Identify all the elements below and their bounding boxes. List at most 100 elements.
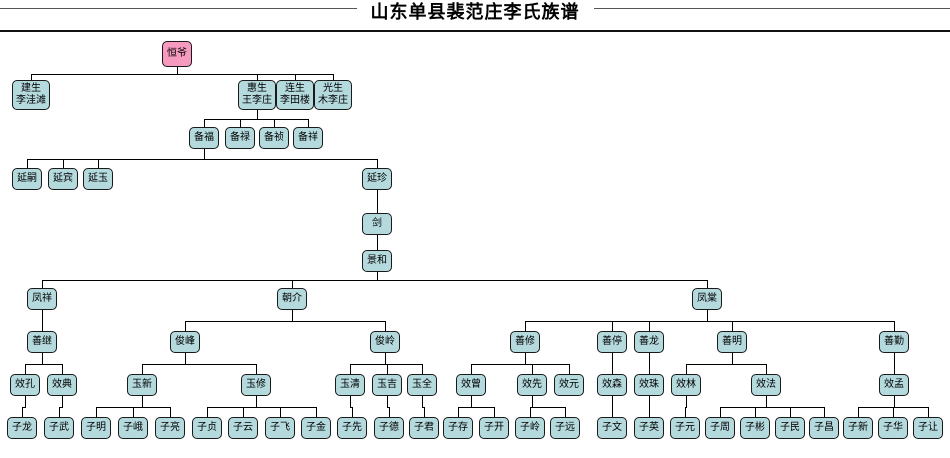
connector-line [185, 321, 386, 322]
tree-node-yuqing: 玉清 [335, 374, 365, 396]
connector-line [525, 321, 526, 331]
connector-line [894, 353, 895, 364]
tree-node-huisheng: 惠生 王李庄 [238, 80, 276, 110]
connector-line [385, 353, 386, 364]
connector-line [292, 280, 293, 288]
tree-node-xiaomeng: 效孟 [879, 374, 909, 396]
connector-line [685, 407, 687, 408]
connector-line [25, 364, 26, 374]
connector-line [389, 407, 390, 417]
tree-node-xiaosen: 效森 [597, 374, 627, 396]
tree-node-junfeng: 俊峰 [170, 331, 200, 353]
connector-line [894, 396, 895, 407]
connector-line [308, 119, 309, 127]
connector-line [422, 364, 423, 374]
connector-line [333, 74, 334, 80]
connector-line [204, 119, 205, 127]
tree-node-xiaokong: 效孔 [10, 374, 40, 396]
connector-line [649, 364, 650, 374]
connector-line [649, 396, 650, 407]
connector-line [525, 321, 895, 322]
connector-line [707, 280, 708, 288]
tree-node-zide: 子德 [374, 417, 404, 439]
tree-node-beizhen: 备祯 [259, 127, 289, 149]
tree-node-ziwu: 子武 [44, 417, 74, 439]
connector-line [377, 190, 378, 202]
connector-line [377, 272, 378, 280]
tree-node-jinghe: 景和 [362, 250, 392, 272]
connector-line [142, 364, 143, 374]
tree-node-zie: 子峨 [118, 417, 148, 439]
connector-line [422, 407, 425, 408]
tree-node-guangsheng: 光生 木李庄 [314, 80, 352, 110]
header-rule-bottom [0, 30, 950, 32]
connector-line [350, 364, 351, 374]
connector-line [565, 407, 566, 417]
tree-node-ziwen: 子文 [597, 417, 627, 439]
connector-line [27, 159, 378, 160]
tree-node-yuquan: 玉全 [407, 374, 437, 396]
connector-line [22, 407, 23, 417]
connector-line [612, 353, 613, 364]
connector-line [63, 159, 64, 168]
connector-line [649, 407, 650, 417]
tree-node-ziyuan2: 子元 [670, 417, 700, 439]
tree-node-zikai: 子开 [479, 417, 509, 439]
tree-node-shanqin: 善勤 [879, 331, 909, 353]
tree-node-zijin: 子金 [301, 417, 331, 439]
connector-line [352, 407, 353, 417]
connector-line [142, 364, 257, 365]
tree-node-yuxiu: 玉修 [241, 374, 271, 396]
connector-line [894, 364, 895, 374]
tree-node-zibin: 子彬 [740, 417, 770, 439]
tree-node-zizhen: 子贞 [192, 417, 222, 439]
connector-line [98, 159, 99, 168]
connector-line [96, 407, 97, 417]
connector-line [686, 364, 767, 365]
connector-line [494, 407, 495, 417]
connector-line [458, 407, 459, 417]
connector-line [42, 310, 43, 321]
tree-node-xiaozhu: 效珠 [634, 374, 664, 396]
connector-line [377, 243, 378, 250]
connector-line [387, 407, 390, 408]
connector-line [25, 364, 63, 365]
tree-node-xiaozeng: 效曾 [456, 374, 486, 396]
connector-line [569, 364, 570, 374]
connector-line [720, 407, 825, 408]
connector-line [240, 119, 241, 127]
connector-line [525, 353, 526, 364]
connector-line [686, 364, 687, 374]
connector-line [62, 396, 63, 407]
connector-line [649, 321, 650, 331]
connector-line [42, 321, 43, 331]
connector-line [185, 321, 186, 331]
connector-line [133, 407, 134, 417]
connector-line [350, 396, 351, 407]
connector-line [530, 407, 531, 417]
connector-line [755, 407, 756, 417]
connector-line [350, 364, 423, 365]
page-title: 山东单县裴范庄李氏族谱 [356, 0, 594, 26]
tree-node-zixian: 子先 [337, 417, 367, 439]
connector-line [350, 407, 353, 408]
tree-node-zilong: 子龙 [7, 417, 37, 439]
connector-line [387, 396, 388, 407]
tree-node-zixin: 子新 [843, 417, 873, 439]
connector-line [387, 364, 388, 374]
connector-line [177, 67, 178, 74]
connector-line [377, 202, 378, 213]
tree-node-ziliang: 子亮 [155, 417, 185, 439]
connector-line [42, 353, 43, 364]
tree-node-yanbin: 延宾 [48, 168, 78, 190]
tree-node-beixiang: 备祥 [293, 127, 323, 149]
connector-line [649, 353, 650, 364]
connector-line [204, 149, 205, 159]
tree-node-ziming: 子明 [81, 417, 111, 439]
connector-line [142, 396, 143, 407]
connector-line [385, 321, 386, 331]
tree-node-zicun: 子存 [443, 417, 473, 439]
tree-node-yuji: 玉吉 [372, 374, 402, 396]
